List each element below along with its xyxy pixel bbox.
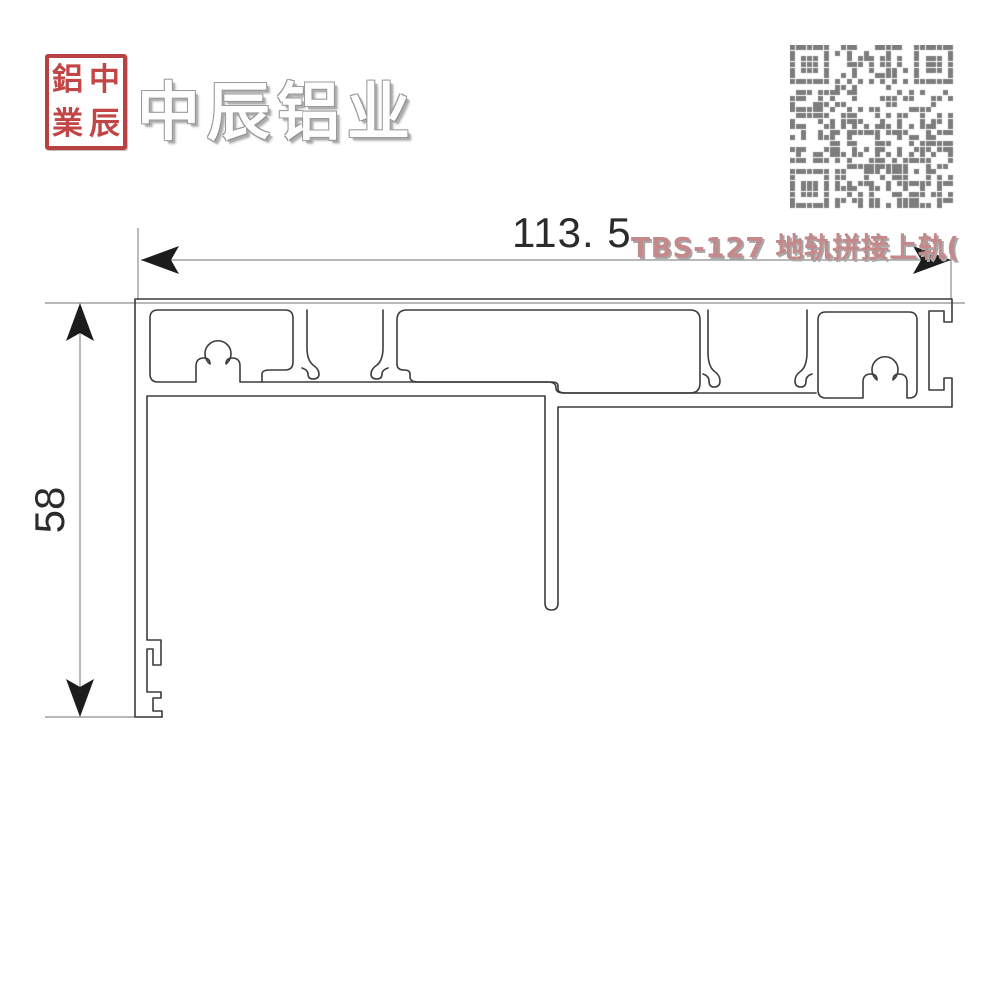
chamber-right <box>817 311 918 399</box>
width-dimension-line <box>141 246 951 274</box>
chamber-left <box>149 309 294 383</box>
profile-cross-section <box>134 298 953 718</box>
profile-outline <box>134 298 953 718</box>
divider-toe <box>301 309 320 380</box>
height-dimension-value: 58 <box>26 486 73 534</box>
arrow-up-icon <box>66 303 94 341</box>
divider-toe <box>370 309 389 380</box>
extension-lines <box>45 228 965 718</box>
brand-name: 中辰铝业 <box>137 76 417 149</box>
divider-toe <box>702 309 721 388</box>
arrow-left-icon <box>141 246 179 274</box>
divider-toe <box>794 309 813 388</box>
seal-char: 辰 <box>89 105 120 142</box>
seal-char: 鋁 <box>52 61 83 98</box>
part-number-label: TBS-127 地轨拼接上轨( <box>631 231 960 264</box>
width-dimension-value: 113. 5 <box>512 209 632 256</box>
qr-code <box>790 45 954 209</box>
seal-char: 中 <box>89 61 120 98</box>
chamber-center <box>396 309 701 394</box>
company-seal-logo: 鋁 中 業 辰 <box>45 54 127 150</box>
groove-floor-line <box>261 381 817 394</box>
seal-char: 業 <box>52 105 83 142</box>
arrow-down-icon <box>66 679 94 717</box>
height-dimension-line <box>66 303 94 717</box>
arrow-right-icon <box>913 246 951 274</box>
